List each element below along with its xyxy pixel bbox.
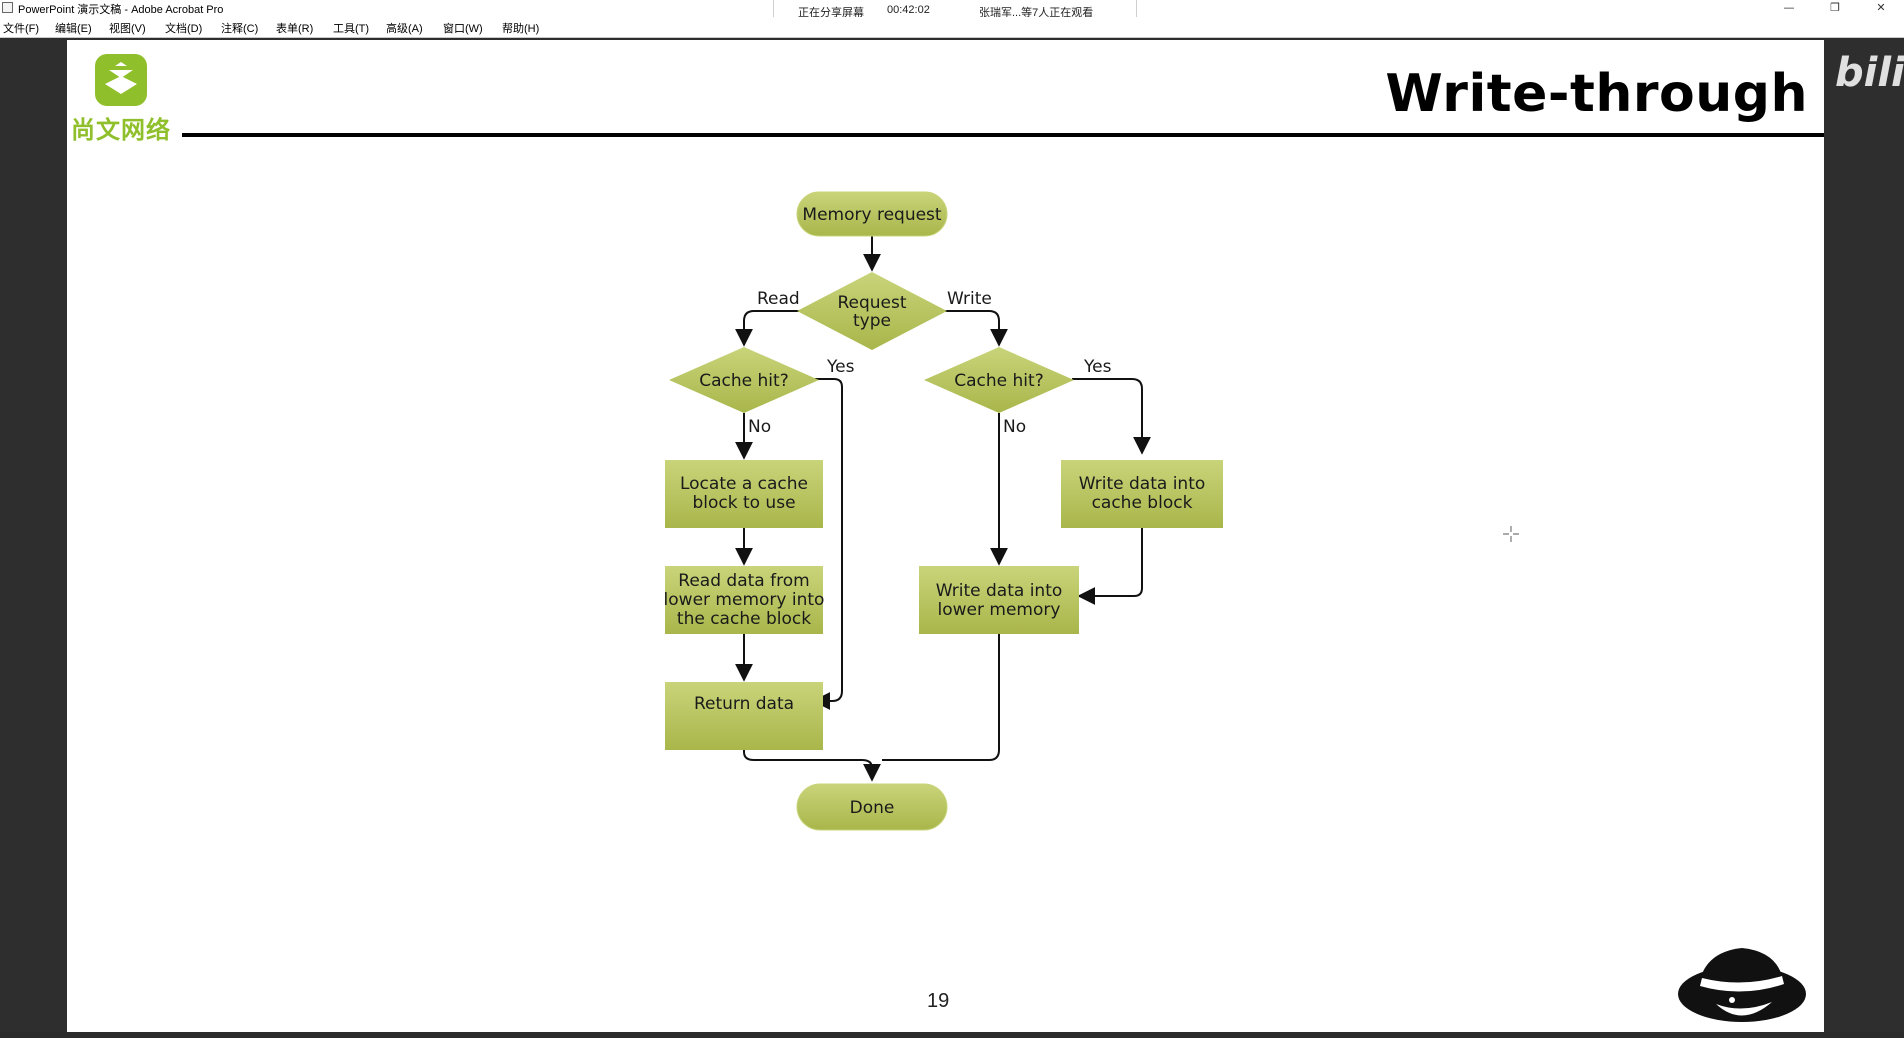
no-left-label: No (748, 417, 771, 437)
edge-cache-to-lower (1077, 512, 1143, 605)
write-lower-line2: lower memory (938, 600, 1061, 620)
share-viewers[interactable]: 张瑞军...等7人正在观看 (979, 7, 1094, 19)
yes-left-label: Yes (826, 357, 855, 377)
node-locate-block: Locate a cache block to use (665, 460, 823, 528)
memory-request-label: Memory request (802, 205, 941, 225)
node-return-data: Return data (665, 682, 823, 750)
edge-read-branch (735, 310, 815, 347)
edge-right-yes (1072, 378, 1151, 455)
write-label: Write (947, 289, 992, 309)
node-cache-hit-left: Cache hit? (669, 347, 819, 413)
menu-window[interactable]: 窗口(W) (443, 23, 483, 35)
menu-document[interactable]: 文档(D) (165, 23, 203, 35)
edge-lower-to-done (882, 628, 1000, 761)
node-cache-hit-right: Cache hit? (924, 347, 1074, 413)
title-divider (182, 133, 1824, 137)
acrobat-app-icon (2, 2, 13, 13)
done-label: Done (850, 798, 895, 818)
write-cache-line1: Write data into (1079, 474, 1206, 494)
crosshair-cursor-icon (1503, 526, 1519, 542)
no-right-label: No (1003, 417, 1026, 437)
bilibili-watermark: bili (1835, 50, 1904, 96)
menu-advanced[interactable]: 高级(A) (386, 23, 423, 35)
yes-right-label: Yes (1083, 357, 1112, 377)
node-request-type: Request type (797, 272, 947, 350)
cache-hit-right-label: Cache hit? (954, 371, 1043, 391)
flow-edges (735, 221, 1151, 782)
share-timer: 00:42:02 (887, 4, 930, 16)
slide-title: Write-through (1385, 64, 1808, 124)
minimize-button[interactable]: — (1783, 1, 1795, 14)
menu-file[interactable]: 文件(F) (3, 23, 40, 35)
window-controls: — ❐ ✕ (1766, 0, 1904, 17)
read-data-line2: lower memory into (664, 590, 825, 610)
locate-block-line1: Locate a cache (680, 474, 808, 494)
menu-edit[interactable]: 编辑(E) (55, 23, 92, 35)
close-button[interactable]: ✕ (1876, 1, 1886, 14)
node-write-cache: Write data into cache block (1061, 460, 1223, 528)
menu-help[interactable]: 帮助(H) (502, 23, 540, 35)
menu-comment[interactable]: 注释(C) (221, 23, 259, 35)
menu-tools[interactable]: 工具(T) (333, 23, 370, 35)
request-type-line2: type (853, 311, 891, 331)
page-number: 19 (927, 990, 950, 1012)
locate-block-line2: block to use (692, 493, 795, 513)
edge-left-yes (812, 378, 843, 710)
menu-forms[interactable]: 表单(R) (276, 23, 314, 35)
node-read-data: Read data from lower memory into the cac… (664, 566, 825, 634)
request-type-line1: Request (837, 293, 906, 313)
red-hat-logo-icon (1678, 948, 1806, 1022)
read-data-line3: the cache block (677, 609, 811, 629)
node-memory-request: Memory request (796, 191, 948, 237)
menu-bar: 文件(F) 编辑(E) 视图(V) 文档(D) 注释(C) 表单(R) 工具(T… (0, 17, 1904, 38)
edge-write-branch (930, 310, 1008, 347)
slide-page: 尚文网络 Write-through (67, 40, 1824, 1032)
share-status: 正在分享屏幕 (798, 7, 864, 19)
edge-return-to-done (743, 744, 881, 782)
return-data-label: Return data (694, 694, 794, 714)
restore-button[interactable]: ❐ (1830, 1, 1840, 14)
menu-view[interactable]: 视图(V) (109, 23, 146, 35)
shangwen-logo-icon (95, 54, 147, 106)
read-data-line1: Read data from (678, 571, 809, 591)
node-done: Done (796, 783, 948, 831)
cache-hit-left-label: Cache hit? (699, 371, 788, 391)
write-through-flowchart: Memory request Request type Read Write C… (664, 191, 1223, 831)
write-cache-line2: cache block (1092, 493, 1193, 513)
node-write-lower: Write data into lower memory (919, 566, 1079, 634)
logo-text: 尚文网络 (71, 116, 171, 144)
read-label: Read (757, 289, 800, 309)
write-lower-line1: Write data into (936, 581, 1063, 601)
window-title: PowerPoint 演示文稿 - Adobe Acrobat Pro (18, 4, 224, 16)
